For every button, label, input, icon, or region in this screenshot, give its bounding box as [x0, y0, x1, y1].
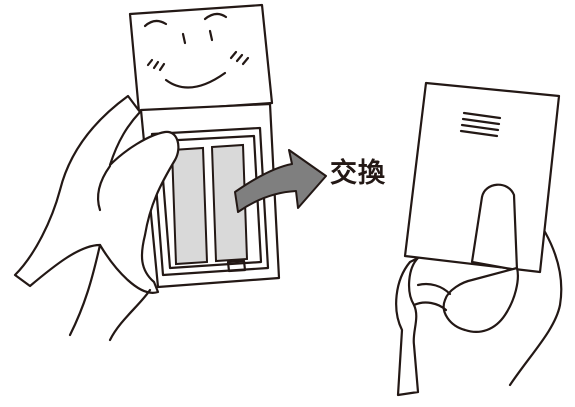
right-hand-fingers [444, 268, 518, 332]
exchange-caption: 交換 [330, 160, 386, 187]
battery-left [172, 148, 207, 264]
right-hand-palm [396, 258, 418, 395]
